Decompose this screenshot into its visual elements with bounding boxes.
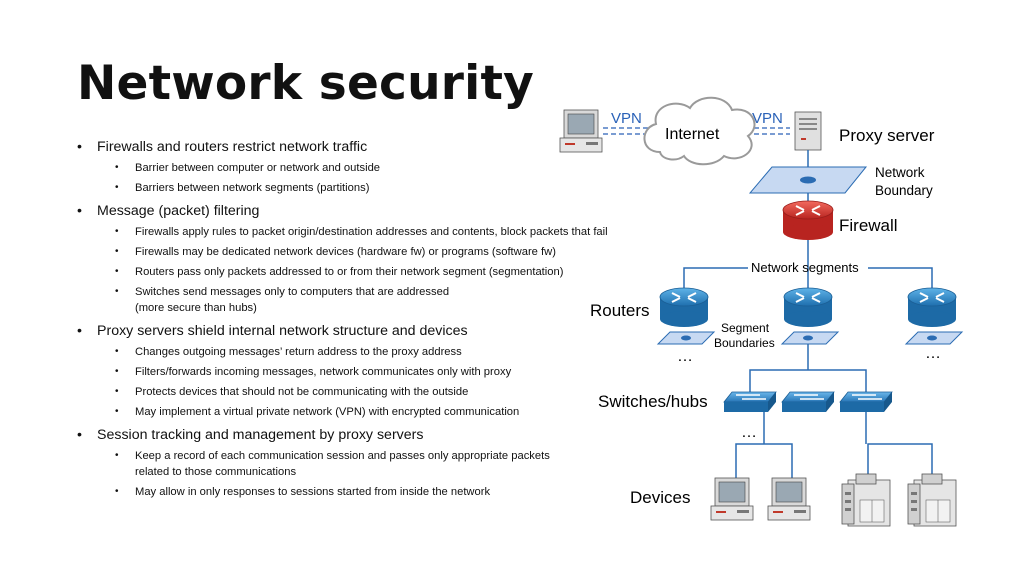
sub-bullet-text: Barrier between computer or network and … bbox=[135, 162, 381, 174]
sub-bullet-text: Firewalls may be dedicated network devic… bbox=[135, 246, 556, 258]
segment-boundary-left-port bbox=[681, 335, 691, 341]
sub-bullet-text: Firewalls apply rules to packet origin/d… bbox=[135, 226, 608, 238]
bullet-item: • Proxy servers shield internal network s… bbox=[77, 322, 637, 340]
bullet-item: • Message (packet) filtering bbox=[77, 202, 637, 220]
network-boundary-port bbox=[800, 176, 816, 184]
bullet-item: • Session tracking and management by prox… bbox=[77, 426, 637, 444]
bullet-text: Firewalls and routers restrict network t… bbox=[97, 139, 368, 155]
sub-bullet-dot-icon: • bbox=[115, 346, 119, 357]
proxy-server-icon bbox=[794, 111, 822, 151]
switches-hubs-label: Switches/hubs bbox=[598, 392, 708, 411]
sub-bullet-dot-icon: • bbox=[115, 406, 119, 417]
firewall-label: Firewall bbox=[839, 216, 898, 235]
sub-bullet-item: • Keep a record of each communication ses… bbox=[77, 448, 637, 480]
sub-bullet-text: Keep a record of each communication sess… bbox=[135, 450, 550, 478]
internet-cloud-icon bbox=[643, 96, 756, 166]
sub-bullet-text: Barriers between network segments (parti… bbox=[135, 182, 370, 194]
routers-label: Routers bbox=[590, 301, 650, 320]
sub-bullet-item: • Firewalls may be dedicated network devi… bbox=[77, 244, 637, 260]
vpn-label-left: VPN bbox=[611, 110, 642, 127]
bullet-dot-icon: • bbox=[77, 323, 82, 339]
sub-bullet-item: • May implement a virtual private network… bbox=[77, 404, 637, 420]
device-link-left bbox=[735, 443, 793, 478]
page-title: Network security bbox=[77, 56, 534, 111]
network-segments-label: Network segments bbox=[751, 260, 859, 275]
sub-bullet-text: Filters/forwards incoming messages, netw… bbox=[135, 366, 512, 378]
sub-bullet-dot-icon: • bbox=[115, 246, 119, 257]
sub-bullet-dot-icon: • bbox=[115, 450, 119, 461]
segment-boundary-middle-port bbox=[803, 335, 813, 341]
sub-bullet-text: Changes outgoing messages’ return addres… bbox=[135, 346, 462, 358]
bullet-group: • Message (packet) filtering • Firewalls ap… bbox=[77, 202, 637, 316]
segments-bus-right bbox=[868, 267, 933, 295]
segments-bus bbox=[683, 267, 748, 295]
router-middle-icon bbox=[783, 287, 833, 328]
sub-bullet-item: • Routers pass only packets addressed to … bbox=[77, 264, 637, 280]
device-link-right bbox=[867, 443, 933, 478]
sub-bullet-dot-icon: • bbox=[115, 366, 119, 377]
router-right-icon bbox=[907, 287, 957, 328]
proxy-server-label: Proxy server bbox=[839, 126, 935, 145]
sub-bullet-item: • Barriers between network segments (part… bbox=[77, 180, 637, 196]
internet-label: Internet bbox=[665, 126, 720, 143]
bullet-text: Session tracking and management by proxy… bbox=[97, 427, 424, 443]
sub-bullet-item: • Protects devices that should not be com… bbox=[77, 384, 637, 400]
device-pc-2-icon bbox=[767, 477, 811, 521]
bullet-group: • Session tracking and management by prox… bbox=[77, 426, 637, 500]
bullet-dot-icon: • bbox=[77, 139, 82, 155]
sub-bullet-item: • May allow in only responses to sessions… bbox=[77, 484, 637, 500]
switch-left-icon bbox=[723, 391, 777, 413]
device-server-2-icon bbox=[907, 473, 957, 527]
ellipsis-left: … bbox=[677, 348, 693, 365]
sub-bullet-item: • Barrier between computer or network and… bbox=[77, 160, 637, 176]
ellipsis-right: … bbox=[925, 345, 941, 362]
router-left-icon bbox=[659, 287, 709, 328]
sub-bullet-dot-icon: • bbox=[115, 486, 119, 497]
remote-computer-icon bbox=[559, 109, 603, 153]
sub-bullet-text: Routers pass only packets addressed to o… bbox=[135, 266, 564, 278]
sub-bullet-dot-icon: • bbox=[115, 182, 119, 193]
sub-bullet-dot-icon: • bbox=[115, 226, 119, 237]
bullet-dot-icon: • bbox=[77, 203, 82, 219]
sub-bullet-item: • Changes outgoing messages’ return addre… bbox=[77, 344, 637, 360]
sub-bullet-item: • Filters/forwards incoming messages, net… bbox=[77, 364, 637, 380]
bullet-text: Message (packet) filtering bbox=[97, 203, 260, 219]
switch-bus bbox=[749, 369, 867, 392]
network-boundary-label-2: Boundary bbox=[875, 183, 933, 198]
sub-bullet-dot-icon: • bbox=[115, 286, 119, 297]
bullet-list: • Firewalls and routers restrict network … bbox=[77, 138, 637, 506]
sub-bullet-text: May implement a virtual private network … bbox=[135, 406, 520, 418]
vpn-link-left bbox=[603, 127, 648, 135]
switch-right-icon bbox=[839, 391, 893, 413]
device-server-1-icon bbox=[841, 473, 891, 527]
sub-bullet-item: • Firewalls apply rules to packet origin/… bbox=[77, 224, 637, 240]
segment-boundary-right-port bbox=[927, 335, 937, 341]
sub-bullet-dot-icon: • bbox=[115, 162, 119, 173]
switch-middle-icon bbox=[781, 391, 835, 413]
sub-bullet-dot-icon: • bbox=[115, 266, 119, 277]
network-boundary-label-1: Network bbox=[875, 165, 925, 180]
bullet-group: • Firewalls and routers restrict network … bbox=[77, 138, 637, 196]
sub-bullet-text: May allow in only responses to sessions … bbox=[135, 486, 491, 498]
ellipsis-switches: … bbox=[741, 424, 757, 441]
firewall-icon bbox=[782, 200, 834, 240]
vpn-label-right: VPN bbox=[752, 110, 783, 127]
segment-boundaries-label-2: Boundaries bbox=[714, 336, 775, 350]
bullet-item: • Firewalls and routers restrict network … bbox=[77, 138, 637, 156]
sub-bullet-dot-icon: • bbox=[115, 386, 119, 397]
sub-bullet-text: Switches send messages only to computers… bbox=[135, 286, 450, 314]
bullet-group: • Proxy servers shield internal network s… bbox=[77, 322, 637, 420]
device-pc-1-icon bbox=[710, 477, 754, 521]
segment-boundaries-label-1: Segment bbox=[721, 321, 770, 335]
sub-bullet-text: Protects devices that should not be comm… bbox=[135, 386, 469, 398]
sub-bullet-item: • Switches send messages only to computer… bbox=[77, 284, 637, 316]
devices-label: Devices bbox=[630, 488, 690, 507]
vpn-link-right bbox=[746, 127, 790, 135]
bullet-dot-icon: • bbox=[77, 427, 82, 443]
bullet-text: Proxy servers shield internal network st… bbox=[97, 323, 468, 339]
